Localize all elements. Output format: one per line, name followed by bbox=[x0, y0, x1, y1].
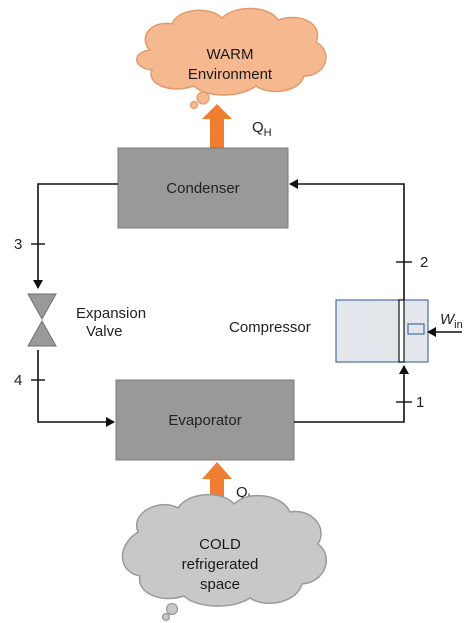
evaporator-label: Evaporator bbox=[168, 412, 241, 429]
state-1-label: 1 bbox=[416, 394, 424, 411]
heat-out-label: QH bbox=[252, 119, 272, 139]
heat-out-arrow bbox=[202, 104, 232, 148]
state-3-label: 3 bbox=[14, 236, 22, 253]
line-valve-to-evaporator bbox=[37, 350, 115, 427]
state-2-label: 2 bbox=[420, 254, 428, 271]
cold-cloud-line1: COLD bbox=[199, 536, 241, 553]
cold-cloud-line2: refrigerated bbox=[182, 556, 259, 573]
line-condenser-to-valve bbox=[33, 183, 118, 289]
warm-environment-cloud: WARM Environment bbox=[136, 7, 327, 110]
cold-cloud-line3: space bbox=[200, 576, 240, 593]
warm-cloud-line1: WARM bbox=[207, 46, 254, 63]
line-evaporator-to-compressor bbox=[294, 365, 409, 423]
work-input-label: Win bbox=[440, 311, 463, 331]
condenser-label: Condenser bbox=[166, 180, 239, 197]
state-4-label: 4 bbox=[14, 372, 22, 389]
state-ticks bbox=[31, 243, 412, 403]
compressor-symbol bbox=[335, 299, 429, 363]
expansion-valve-symbol bbox=[27, 293, 57, 347]
condenser-box bbox=[117, 147, 289, 229]
evaporator-box bbox=[115, 379, 295, 461]
warm-cloud-line2: Environment bbox=[188, 66, 273, 83]
expansion-valve-line1: Expansion bbox=[76, 305, 146, 322]
compressor-label: Compressor bbox=[229, 319, 311, 336]
cold-space-cloud: COLD refrigerated space bbox=[121, 493, 328, 622]
expansion-valve-line2: Valve bbox=[86, 323, 122, 340]
line-compressor-to-condenser bbox=[289, 179, 405, 300]
